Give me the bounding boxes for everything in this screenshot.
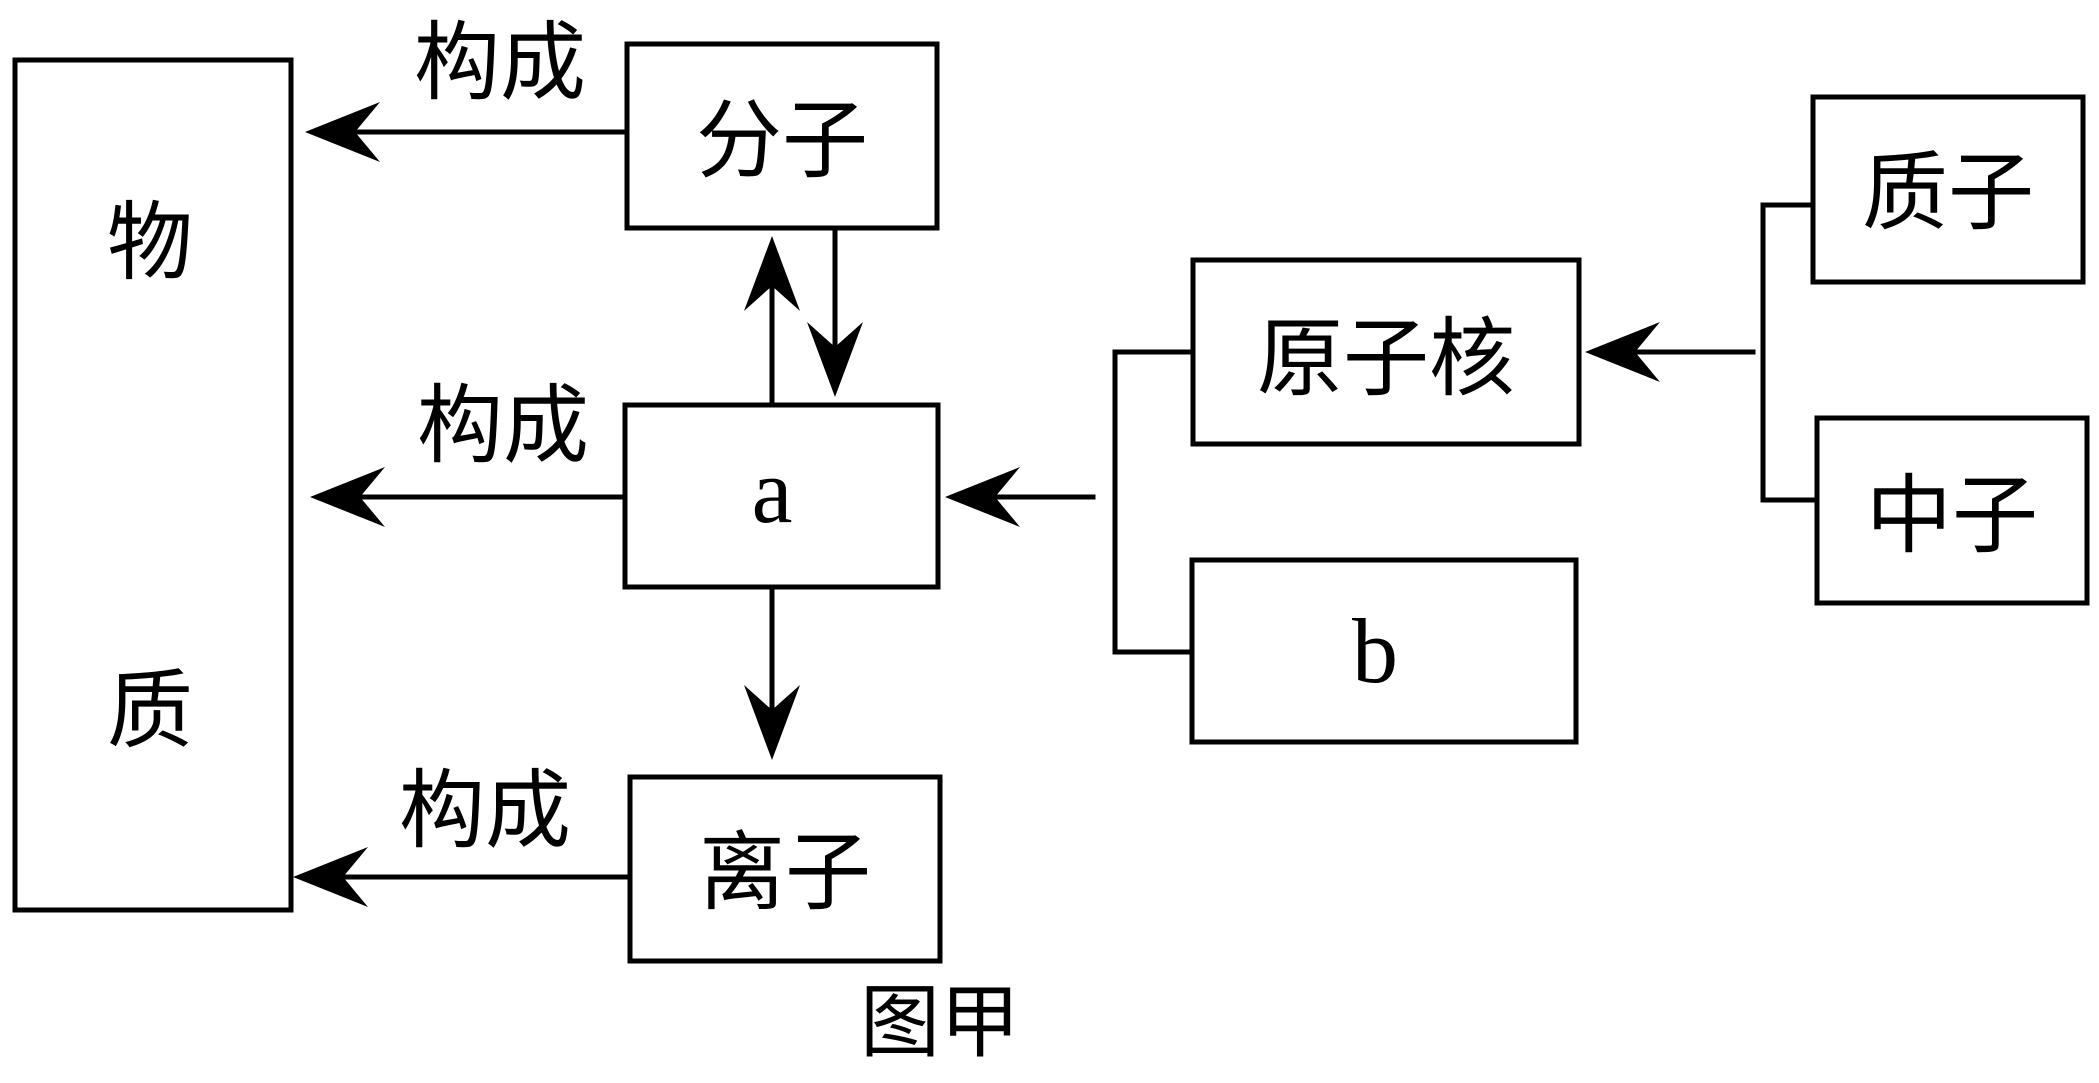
electron-node: b (1189, 557, 1579, 745)
neutron-label: 中子 (1866, 466, 2038, 566)
edge-atom-to-molecule (744, 236, 800, 406)
edge-molecule-label: 构成 (414, 13, 586, 113)
substance-label-2: 质 (107, 661, 193, 761)
nucleus-node: 原子核 (1190, 257, 1582, 447)
neutron-node: 中子 (1814, 415, 2090, 606)
edge-atom-label: 构成 (417, 376, 589, 476)
nucleus-components-bracket (1585, 202, 1818, 503)
electron-label: b (1352, 600, 1398, 702)
figure-caption: 图甲 (860, 976, 1020, 1069)
atom-label: a (752, 440, 793, 542)
ion-label: 离子 (699, 823, 871, 923)
ion-node: 离子 (627, 774, 943, 964)
molecule-node: 分子 (624, 41, 940, 231)
substance-label-1: 物 (107, 193, 193, 293)
edge-molecule-to-atom (807, 227, 863, 397)
edge-molecule-to-substance: 构成 (305, 13, 628, 162)
edge-ion-label: 构成 (399, 761, 571, 861)
edge-ion-to-substance: 构成 (293, 761, 631, 907)
edge-atom-to-ion (744, 586, 800, 760)
molecule-label: 分子 (696, 91, 868, 191)
edge-atom-to-substance: 构成 (310, 376, 628, 527)
atom-node: a (622, 402, 941, 590)
nucleus-label: 原子核 (1257, 309, 1515, 409)
substance-node: 物 质 (12, 57, 294, 913)
proton-label: 质子 (1862, 143, 2034, 243)
proton-node: 质子 (1810, 94, 2086, 285)
atom-components-bracket (945, 349, 1194, 655)
